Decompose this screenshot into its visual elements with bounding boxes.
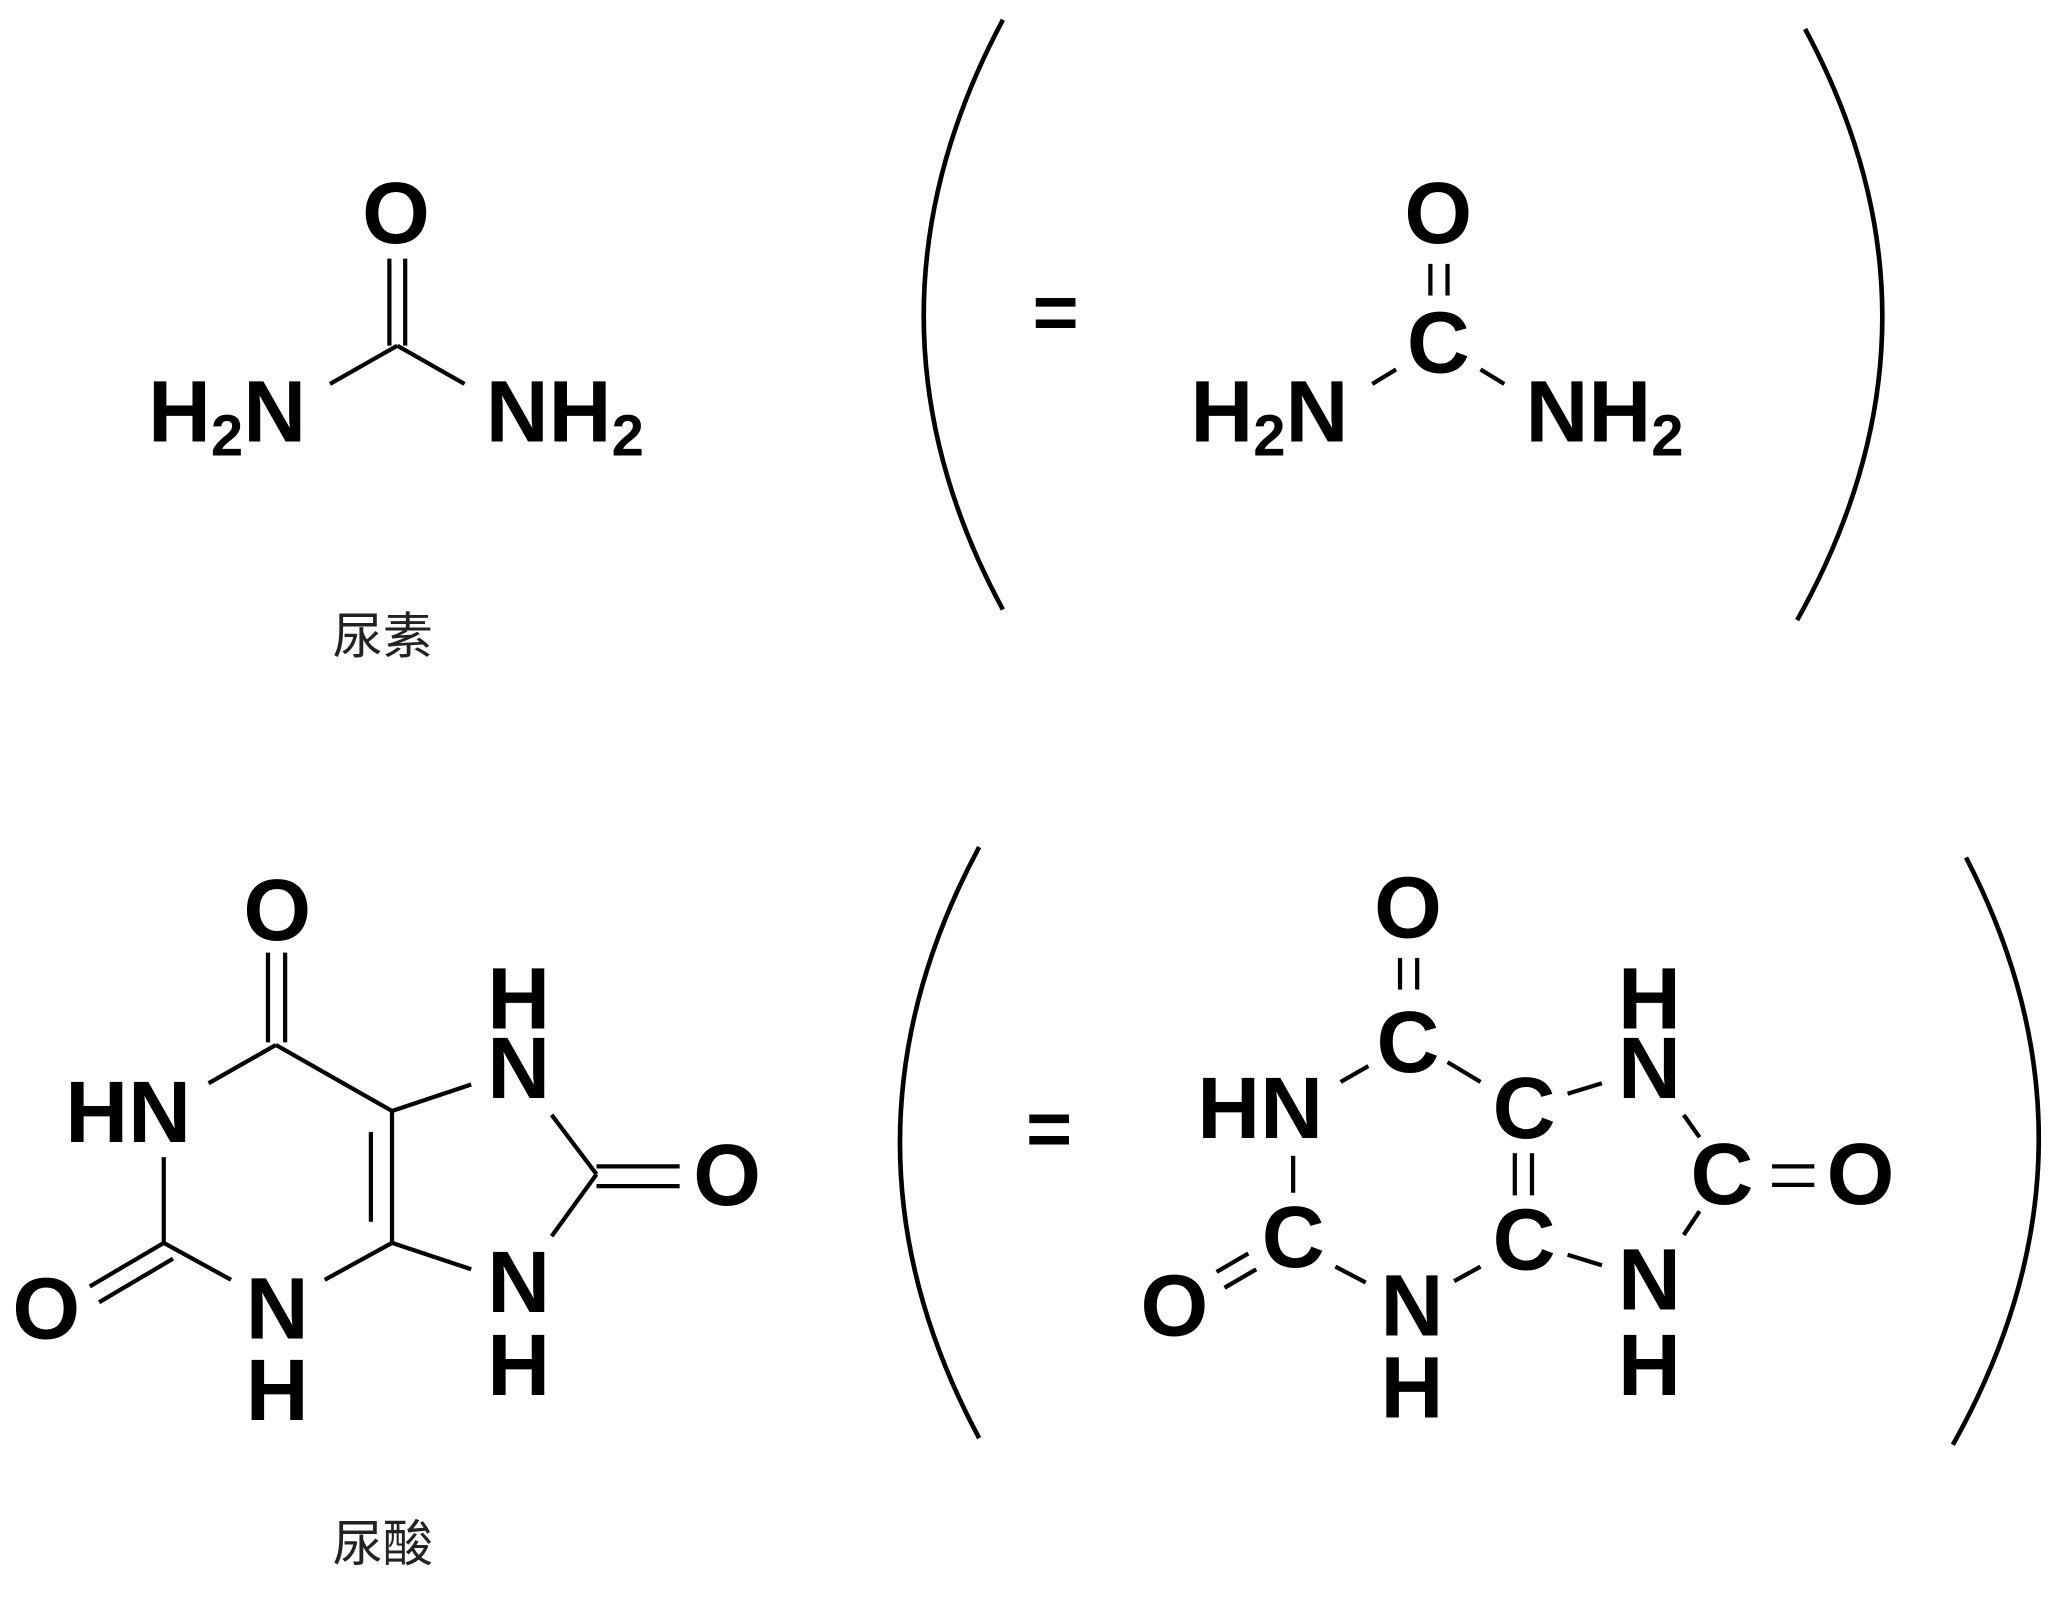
uric-exp-c8: C xyxy=(1691,1126,1754,1223)
uric-o6: O xyxy=(243,862,311,959)
uric-o8: O xyxy=(693,1127,761,1224)
urea-skeletal-structure: O H2N NH2 xyxy=(148,165,644,468)
left-parenthesis xyxy=(921,18,1005,611)
uric-h9: H xyxy=(487,1317,550,1414)
uric-n3: N xyxy=(246,1260,309,1357)
urea-expanded-oxygen: O xyxy=(1404,165,1472,262)
uric-acid-skeletal-structure: O HN O N H H N N H O xyxy=(12,862,761,1439)
uric-exp-h9: H xyxy=(1618,1317,1681,1414)
uric-h3: H xyxy=(246,1342,309,1439)
left-parenthesis xyxy=(897,845,982,1440)
uric-acid-name-label: 尿酸 xyxy=(333,1514,433,1573)
equals-sign: = xyxy=(1033,267,1079,356)
urea-expanded-amine-right: NH2 xyxy=(1526,363,1684,468)
uric-exp-n3: N xyxy=(1380,1258,1443,1355)
uric-n1: HN xyxy=(65,1064,191,1161)
uric-n7: N xyxy=(487,1020,550,1117)
urea-oxygen: O xyxy=(362,165,430,262)
uric-o2: O xyxy=(12,1260,80,1357)
uric-exp-n1: HN xyxy=(1197,1060,1323,1157)
urea-name-label: 尿素 xyxy=(333,606,433,665)
uric-acid-expanded-structure: = O C HN C H N C O N H C N H C O xyxy=(897,845,2041,1446)
uric-exp-h7: H xyxy=(1618,950,1681,1047)
uric-n9: N xyxy=(487,1234,550,1331)
uric-h7: H xyxy=(487,950,550,1047)
uric-exp-c2: C xyxy=(1262,1189,1325,1286)
right-parenthesis xyxy=(1795,27,1885,622)
uric-exp-c6: C xyxy=(1377,994,1440,1091)
urea-expanded-amine-left: H2N xyxy=(1190,363,1348,468)
equals-sign: = xyxy=(1026,1084,1072,1173)
urea-amine-right: NH2 xyxy=(486,363,644,468)
uric-exp-o8: O xyxy=(1827,1126,1895,1223)
uric-exp-n7: N xyxy=(1618,1020,1681,1117)
uric-exp-h3: H xyxy=(1380,1340,1443,1437)
uric-exp-c5: C xyxy=(1493,1060,1556,1157)
uric-exp-n9: N xyxy=(1618,1231,1681,1328)
urea-expanded-carbon: C xyxy=(1407,295,1470,392)
uric-exp-o2: O xyxy=(1141,1258,1209,1355)
uric-exp-o6: O xyxy=(1374,859,1442,956)
urea-expanded-structure: = O C H2N NH2 xyxy=(921,18,1885,622)
uric-exp-c4: C xyxy=(1493,1192,1556,1289)
right-parenthesis xyxy=(1950,856,2041,1446)
urea-amine-left: H2N xyxy=(148,363,306,468)
